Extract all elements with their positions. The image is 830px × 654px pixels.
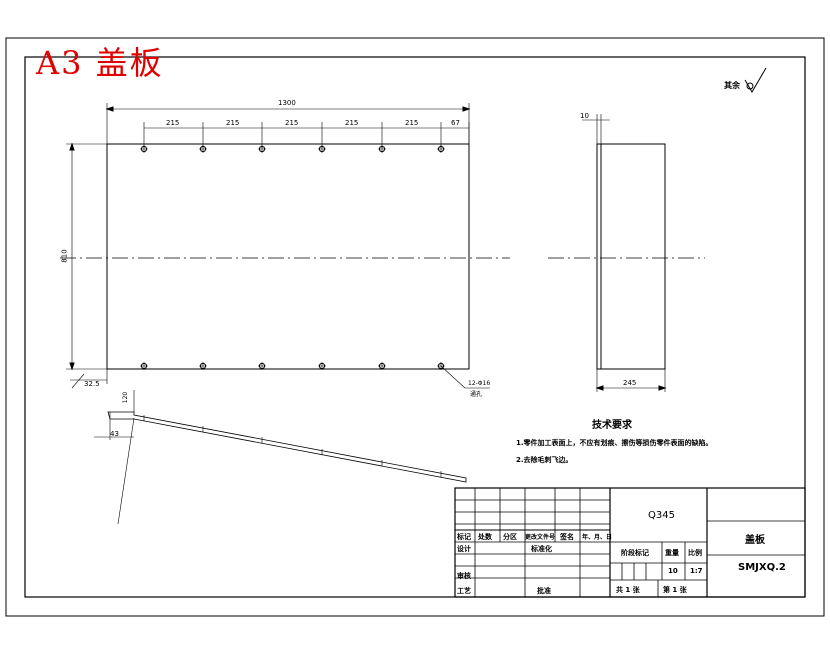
- tech-requirements-heading: 技术要求: [592, 420, 632, 431]
- rev-header-date: 年、月、日: [582, 534, 613, 541]
- material-label: Q345: [648, 510, 675, 521]
- dim-spacing-5: 215: [405, 119, 419, 127]
- tech-requirement-1: 1.零件加工表面上，不应有划痕、擦伤等损伤零件表面的缺陷。: [516, 439, 713, 447]
- review-label: 审核: [457, 572, 471, 580]
- dim-height: 810: [60, 249, 69, 263]
- dim-spacing-1: 215: [166, 119, 180, 127]
- title-block: [454, 487, 806, 598]
- outer-frame: [5, 37, 825, 617]
- standardization-label: 标准化: [531, 545, 552, 553]
- rev-header-count: 处数: [478, 533, 492, 541]
- approve-label: 批准: [537, 587, 551, 595]
- drawing-number-label: SMJXQ.2: [738, 562, 786, 573]
- sheets-total: 共 1 张: [616, 586, 640, 594]
- tilted-view: [94, 390, 467, 525]
- dim-depth: 245: [623, 379, 637, 387]
- dim-edge-offset: 32.5: [84, 380, 100, 388]
- part-name-label: 盖板: [745, 535, 765, 546]
- scale-label: 比例: [688, 549, 702, 557]
- dim-overall-width: 1300: [278, 99, 296, 107]
- scale-value: 1:7: [690, 567, 703, 575]
- sheet-number: 第 1 张: [663, 586, 687, 594]
- stage-mark-label: 阶段标记: [621, 549, 649, 557]
- side-view: [548, 114, 705, 392]
- design-label: 设计: [457, 545, 471, 553]
- dim-end-offset: 67: [451, 119, 460, 127]
- dim-spacing-3: 215: [285, 119, 299, 127]
- rev-header-doc: 更改文件号: [525, 534, 556, 541]
- inner-frame: [24, 56, 806, 598]
- weight-label: 重量: [665, 549, 679, 557]
- dim-side-flange: 43: [110, 430, 119, 438]
- rev-header-zone: 分区: [503, 533, 517, 541]
- roughness-symbol: [744, 67, 767, 93]
- dim-thickness: 10: [580, 112, 589, 120]
- dim-spacing-2: 215: [226, 119, 240, 127]
- hole-row-top: [140, 145, 445, 153]
- front-view: [60, 103, 510, 389]
- hole-spec: 12-Φ16: [468, 380, 491, 387]
- tech-requirement-2: 2.去除毛刺飞边。: [516, 456, 573, 464]
- weight-value: 10: [668, 567, 678, 575]
- rev-header-sign: 签名: [560, 533, 574, 541]
- sheet-title: A3 盖板: [36, 44, 164, 82]
- process-label: 工艺: [457, 587, 471, 595]
- dim-side-bend: 120: [122, 391, 130, 404]
- hole-note: 通孔: [470, 391, 483, 398]
- roughness-label: 其余: [724, 81, 740, 90]
- hole-row-bottom: [140, 362, 445, 370]
- dim-spacing-4: 215: [345, 119, 359, 127]
- rev-header-mark: 标记: [457, 533, 471, 541]
